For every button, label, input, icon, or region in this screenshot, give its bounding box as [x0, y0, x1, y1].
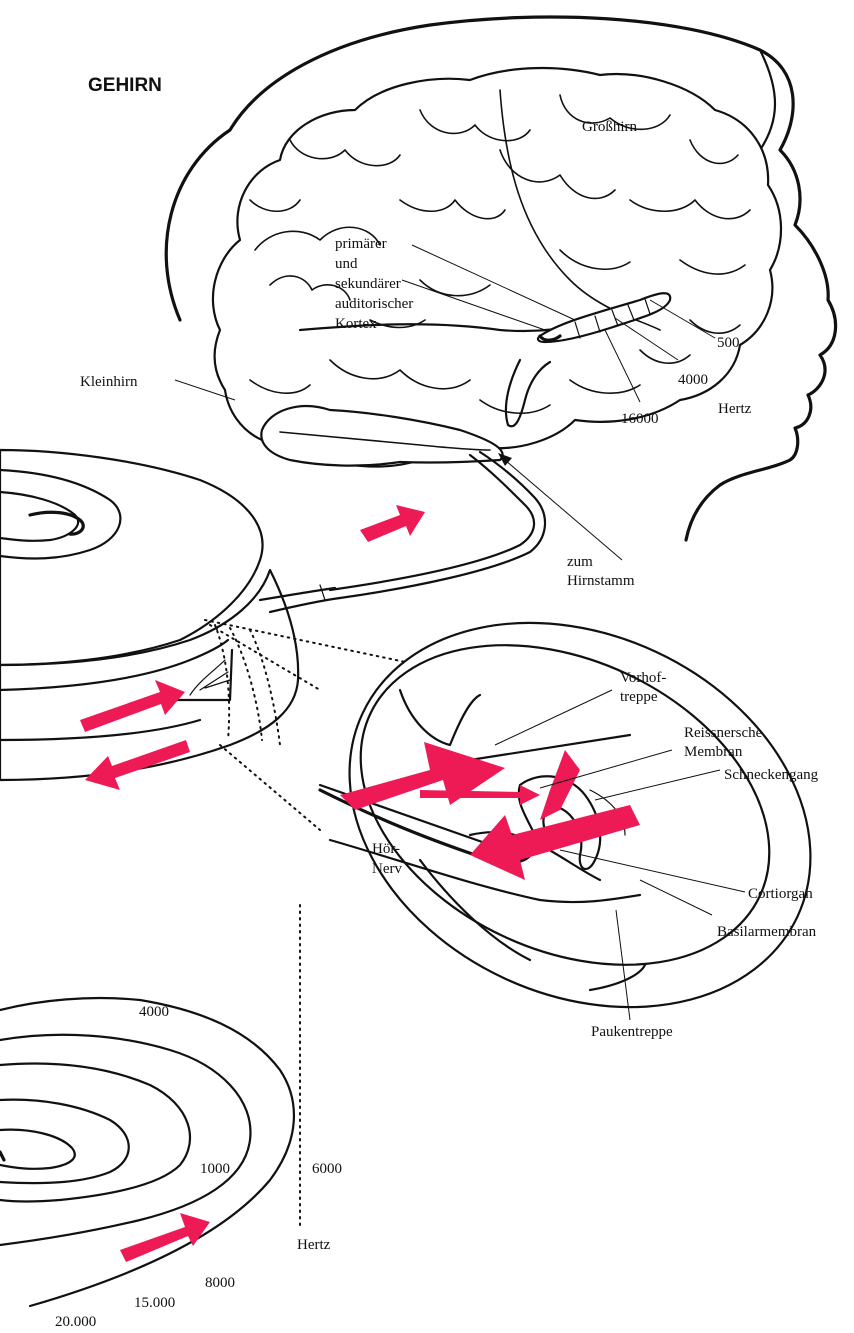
label-16000: 16000	[621, 411, 659, 427]
label-brainstem-1: zum	[567, 554, 593, 570]
label-reissner-1: Reissnersche	[684, 725, 763, 741]
label-spiral-20000: 20.000	[55, 1314, 96, 1330]
label-hoernerv-1: Hör-	[372, 841, 400, 857]
label-cortiorgan: Cortiorgan	[748, 886, 813, 902]
label-500: 500	[717, 335, 740, 351]
label-spiral-1000: 1000	[200, 1161, 230, 1177]
diagram-title: GEHIRN	[88, 75, 162, 96]
label-grosshirn: Großhirn	[582, 119, 637, 135]
label-schneckengang: Schneckengang	[724, 767, 819, 783]
label-spiral-6000: 6000	[312, 1161, 342, 1177]
cochlea-spiral	[0, 998, 294, 1306]
label-cortex-3: sekundärer	[335, 276, 401, 292]
label-kleinhirn: Kleinhirn	[80, 374, 138, 390]
brain	[213, 68, 781, 600]
label-paukentreppe: Paukentreppe	[591, 1024, 673, 1040]
label-spiral-15000: 15.000	[134, 1295, 175, 1311]
arrow-to-brain	[360, 505, 425, 542]
label-hertz-brain: Hertz	[718, 401, 752, 417]
label-cortex-2: und	[335, 256, 358, 272]
label-cortex-4: auditorischer	[335, 296, 413, 312]
label-spiral-8000: 8000	[205, 1275, 235, 1291]
label-cortex-1: primärer	[335, 236, 387, 252]
label-cortex-5: Kortex	[335, 316, 377, 332]
label-vorhoftreppe-1: Vorhof-	[620, 670, 666, 686]
spiral-labels: 4000 1000 6000 Hertz 8000 15.000 20.000	[55, 1004, 342, 1330]
label-spiral-4000: 4000	[139, 1004, 169, 1020]
label-hoernerv-2: Nerv	[372, 861, 402, 877]
label-vorhoftreppe-2: treppe	[620, 689, 658, 705]
label-basilarmembran: Basilarmembran	[717, 924, 817, 940]
label-4000: 4000	[678, 372, 708, 388]
label-reissner-2: Membran	[684, 744, 743, 760]
cochlea-cross-section	[286, 550, 854, 1079]
label-brainstem-2: Hirnstamm	[567, 573, 635, 589]
label-spiral-hertz: Hertz	[297, 1237, 331, 1253]
